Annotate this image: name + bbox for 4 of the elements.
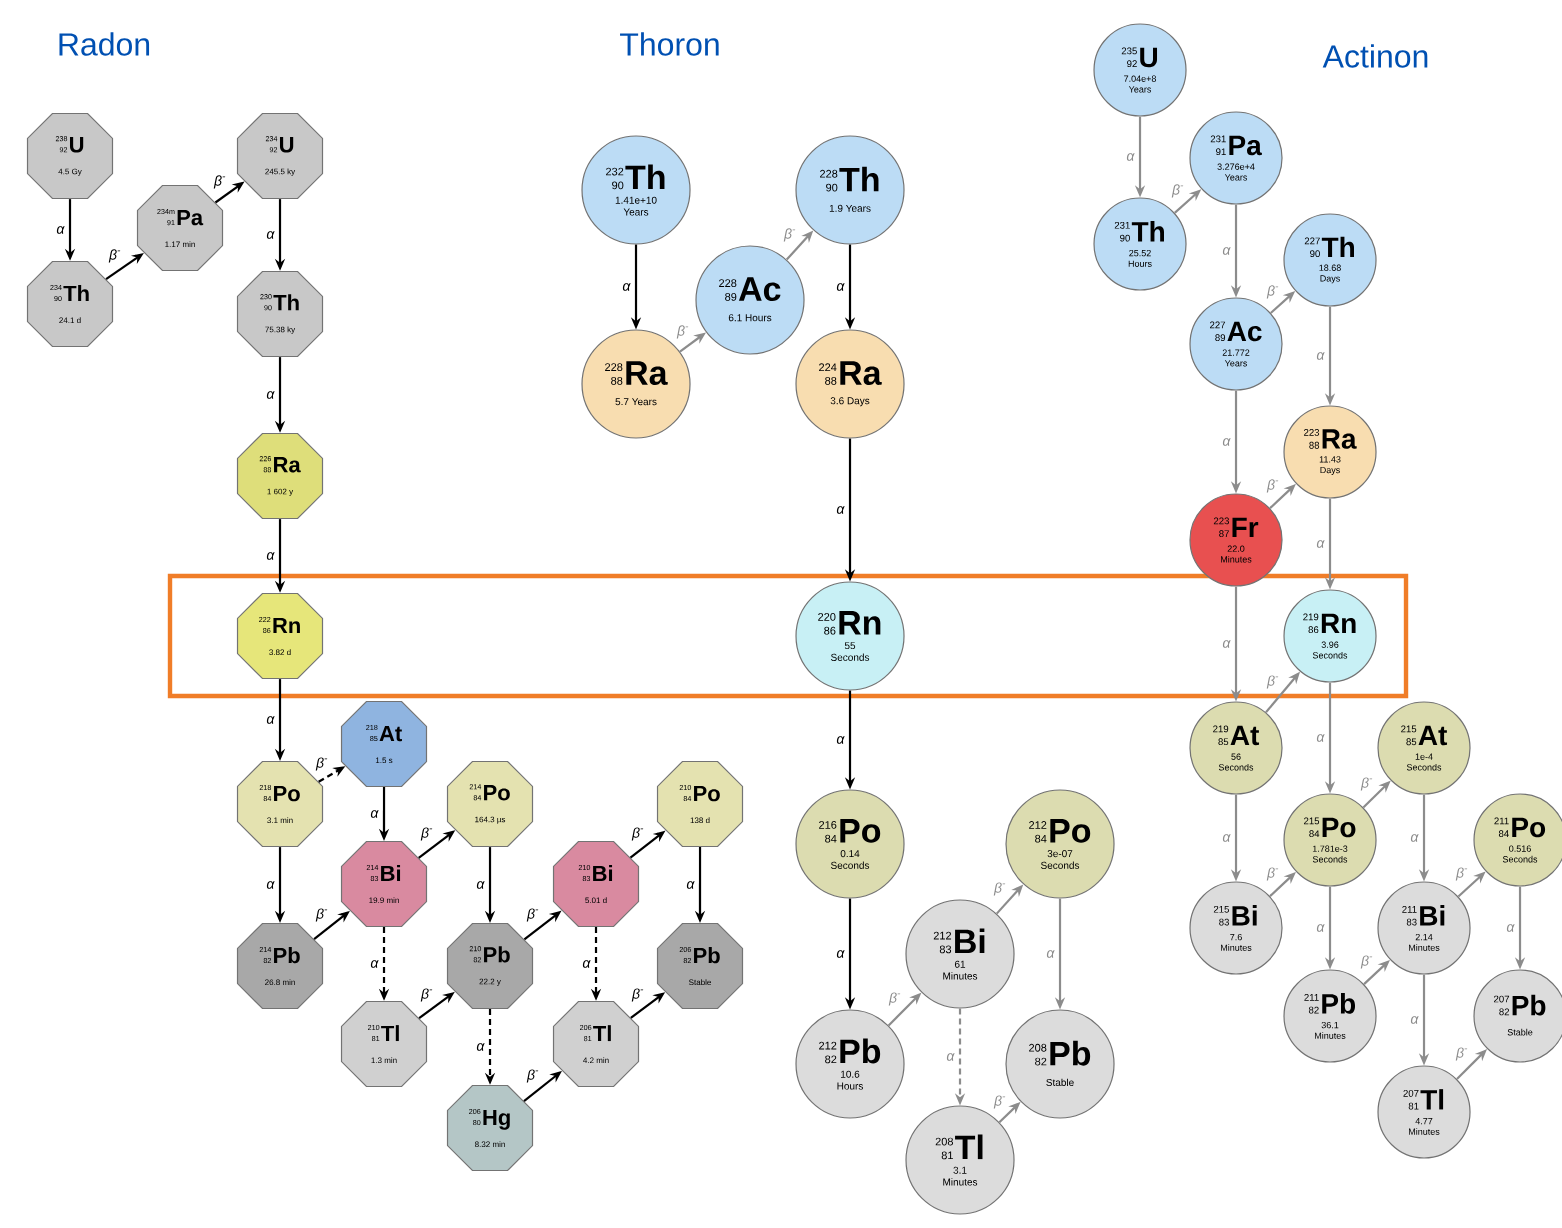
column-title: Radon: [59, 32, 150, 56]
highlight-frame: [167, 573, 1409, 699]
column-title: Thoron: [620, 32, 719, 56]
column-title: Actinon: [1322, 44, 1428, 68]
